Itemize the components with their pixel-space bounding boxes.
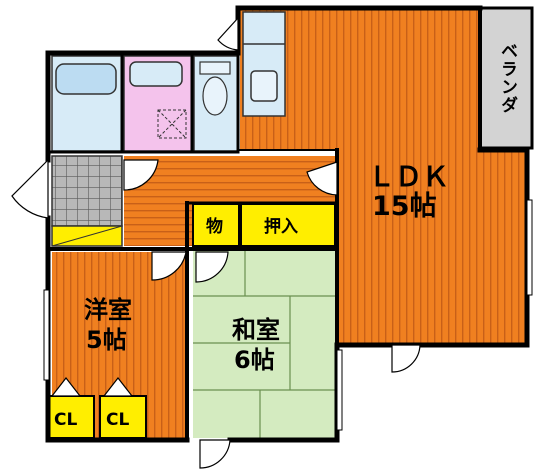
closet-left: CL (47, 395, 95, 439)
closet-left-label: CL (54, 410, 77, 430)
veranda-door-icon (217, 16, 239, 51)
entrance-door-icon (11, 158, 49, 219)
closet-door-right-icon (102, 377, 134, 397)
water-area (51, 55, 239, 152)
entrance (51, 155, 123, 247)
toilet-icon (199, 61, 231, 75)
japanese-room-size: 6帖 (234, 346, 275, 374)
japanese-room: 和室 6帖 (193, 250, 335, 438)
oshiire-label: 押入 (264, 216, 298, 237)
closet-right: CL (99, 395, 147, 439)
sink-icon (250, 70, 278, 102)
washbasin-icon (129, 61, 183, 87)
doors (11, 16, 421, 469)
western-room-name: 洋室 (84, 296, 132, 324)
ldk-room: ＬＤＫ 15帖 (240, 10, 527, 343)
veranda-label: ベランダ (497, 42, 518, 114)
japanese-room-name: 和室 (232, 316, 280, 344)
closet-door-left-icon (50, 377, 82, 397)
ldk-south-door-icon (391, 344, 421, 373)
hall-door-icon (123, 159, 159, 191)
western-room-size: 5帖 (86, 326, 127, 354)
oshiire-closet: 押入 (240, 203, 336, 247)
storage-label: 物 (206, 216, 223, 237)
veranda: ベランダ (478, 6, 534, 150)
japanese-door-icon (195, 251, 229, 283)
western-door-icon (151, 251, 187, 281)
ldk-door-icon (306, 161, 338, 196)
ldk-name: ＬＤＫ (368, 162, 449, 193)
south-door-icon (199, 439, 231, 469)
ldk-size: 15帖 (372, 191, 437, 222)
windows (43, 199, 533, 431)
bathtub-icon (55, 63, 117, 95)
closet-right-label: CL (106, 410, 129, 430)
storage: 物 (192, 203, 240, 247)
